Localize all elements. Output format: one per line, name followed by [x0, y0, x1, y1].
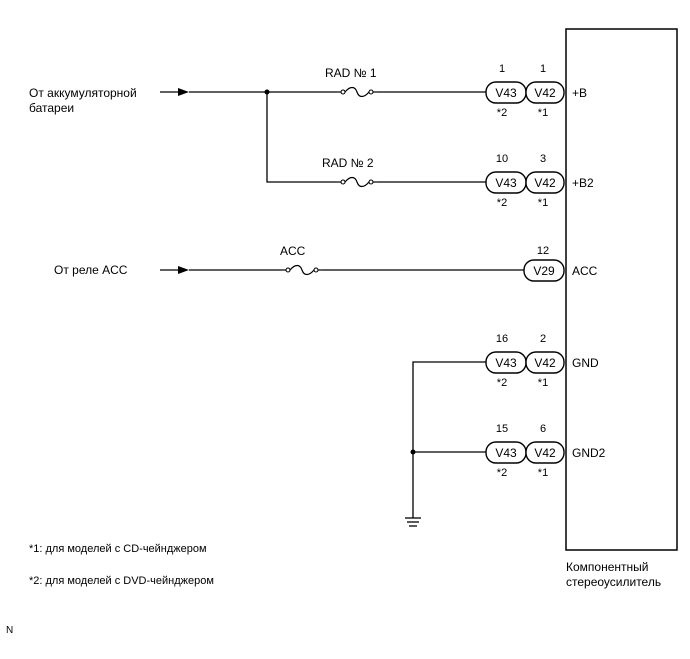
pin-number: 2: [540, 333, 546, 345]
battery-arrow-head: [178, 88, 189, 96]
pin-number: 12: [537, 245, 549, 257]
connector-label: V42: [534, 176, 556, 190]
connector-label: V43: [495, 356, 517, 370]
footnote-mark: *1: [538, 377, 548, 389]
footnote-mark: *2: [497, 467, 507, 479]
connector-v42: [525, 81, 565, 104]
acc-arrow-head: [178, 266, 189, 274]
fuse-rad1-symbol: [337, 86, 378, 98]
connector-v42: [525, 441, 565, 464]
ground-symbol: [405, 517, 421, 527]
signal-label-gnd2: GND2: [572, 446, 606, 460]
pin-number: 10: [496, 153, 508, 165]
pin-number: 16: [496, 333, 508, 345]
connector-v42: [525, 351, 565, 374]
signal-label-b: +B: [572, 86, 587, 100]
connector-label: V42: [534, 446, 556, 460]
wire-branch-to-rad2: [266, 92, 337, 183]
footnote-1: *1: для моделей с CD-чейнджером: [29, 543, 207, 555]
connector-v29: [523, 259, 565, 282]
pin-number: 3: [540, 153, 546, 165]
footnote-mark: *2: [497, 197, 507, 209]
footnote-mark: *2: [497, 107, 507, 119]
signal-label-b2: +B2: [572, 176, 594, 190]
fuse-acc-label: ACC: [280, 244, 306, 258]
footnote-mark: *1: [538, 197, 548, 209]
corner-mark: N: [6, 625, 13, 636]
junction-dot-ground: [410, 449, 416, 455]
fuse-rad2-symbol: [337, 176, 378, 188]
connector-label: V42: [534, 356, 556, 370]
fuse-rad1-label: RAD № 1: [325, 66, 377, 80]
footnote-mark: *1: [538, 107, 548, 119]
connector-label: V42: [534, 86, 556, 100]
connector-row-acc: 12 V29 ACC: [523, 245, 598, 282]
signal-label-gnd: GND: [572, 356, 599, 370]
pin-number: 1: [499, 63, 505, 75]
pin-number: 15: [496, 423, 508, 435]
connector-row-b: 1 1 V43 V42 *2 *1 +B: [485, 63, 587, 119]
connector-row-b2: 10 3 V43 V42 *2 *1 +B2: [485, 153, 594, 209]
connector-label: V29: [533, 264, 555, 278]
connector-label: V43: [495, 86, 517, 100]
footnote-mark: *2: [497, 377, 507, 389]
component-label-line1: Компонентный: [566, 560, 648, 574]
footnote-mark: *1: [538, 467, 548, 479]
fuse-rad2-label: RAD № 2: [322, 156, 374, 170]
connector-row-gnd2: 15 6 V43 V42 *2 *1 GND2: [485, 423, 606, 479]
component-label-line2: стереоусилитель: [566, 575, 661, 589]
acc-relay-source-label: От реле ACC: [54, 263, 128, 277]
pin-number: 6: [540, 423, 546, 435]
signal-label-acc: ACC: [572, 264, 598, 278]
connector-row-gnd: 16 2 V43 V42 *2 *1 GND: [485, 333, 599, 389]
connector-label: V43: [495, 176, 517, 190]
battery-source-label-line2: батареи: [29, 101, 74, 115]
fuse-acc-symbol: [282, 264, 323, 276]
footnote-2: *2: для моделей с DVD-чейнджером: [29, 575, 214, 587]
connector-v42: [525, 171, 565, 194]
connector-label: V43: [495, 446, 517, 460]
battery-source-label-line1: От аккумуляторной: [29, 86, 137, 100]
pin-number: 1: [540, 63, 546, 75]
component-box: [565, 28, 678, 551]
wire-gnd-to-ground: [412, 361, 486, 518]
